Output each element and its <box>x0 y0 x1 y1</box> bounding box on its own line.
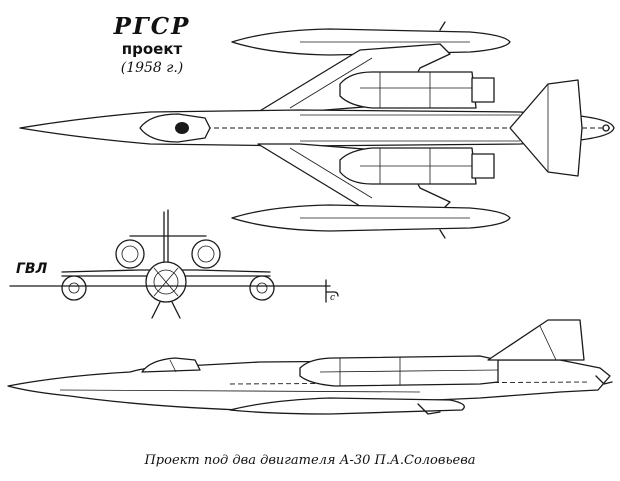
top-view <box>19 21 615 239</box>
front-left-float <box>61 275 87 301</box>
drawing-year: (1958 г.) <box>120 60 184 76</box>
drawing-title: РГСР <box>113 13 191 40</box>
svg-text:c: c <box>330 293 335 303</box>
side-engine-nacelle <box>299 355 499 387</box>
front-right-engine <box>191 239 221 269</box>
side-tail-fin <box>487 319 585 361</box>
waterline-label: ГВЛ <box>16 261 48 277</box>
upper-engine-nacelle <box>339 71 495 109</box>
drawing-caption: Проект под два двигателя А-30 П.А.Соловь… <box>144 453 476 468</box>
front-left-engine <box>115 239 145 269</box>
side-view <box>7 319 613 415</box>
side-canopy <box>141 357 201 373</box>
side-tip-float <box>229 397 465 415</box>
pilot-head <box>175 122 189 134</box>
drawing-subtitle: проект <box>121 40 183 58</box>
front-view: c <box>9 209 339 319</box>
title-block: РГСР проект (1958 г.) <box>92 14 212 78</box>
front-right-float <box>249 275 275 301</box>
lower-tip-float <box>231 204 511 239</box>
lower-engine-nacelle <box>339 147 495 185</box>
top-fuselage <box>19 109 615 147</box>
waterline-height-marker: c <box>325 279 339 303</box>
top-tail-fin <box>509 79 583 177</box>
